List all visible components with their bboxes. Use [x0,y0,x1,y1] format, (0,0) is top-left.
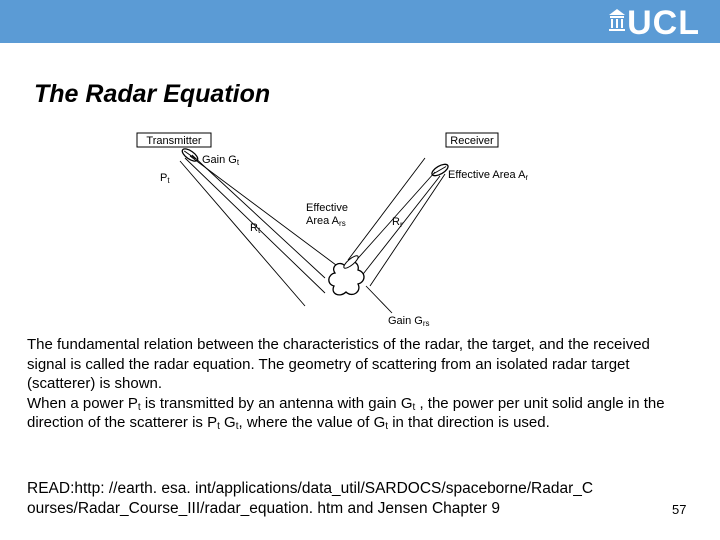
header-bar [0,0,720,43]
logo-text: UCL [627,4,700,42]
effective-area-ellipse [343,255,359,269]
receiver-label: Receiver [450,135,494,147]
gain-s-label: Gain Grs [388,315,430,328]
transmitter-box [136,132,212,148]
slide-number: 57 [672,502,687,517]
receiver-antenna [431,163,449,177]
scatter-gain-ray [365,285,393,314]
effective-area-label-1: Effective [306,202,348,214]
p-t-label: Pt [160,172,170,185]
body-text: The fundamental relation between the cha… [27,335,667,433]
ucl-logo: UCL [609,3,700,43]
paragraph-2: When a power Pt is transmitted by an ant… [27,394,665,432]
transmit-rays [179,154,341,307]
gain-t-label: Gain Gt [202,154,240,167]
ucl-portico-icon [609,9,626,31]
reading-reference: READ:http: //earth. esa. int/application… [27,480,594,517]
paragraph-1: The fundamental relation between the cha… [27,336,650,392]
r-r-label: Rr [392,216,403,229]
effective-area-label-2: Area Ars [306,215,346,228]
receive-rays [347,157,446,287]
radar-geometry-diagram: Transmitter Receiver Gain Gt Pt Effectiv… [136,132,528,328]
effective-area-r-label: Effective Area Ar [448,169,528,182]
transmitter-label: Transmitter [146,135,202,147]
slide-title: The Radar Equation [34,80,271,108]
r-t-label: Rt [250,222,261,235]
receiver-box [445,132,499,148]
